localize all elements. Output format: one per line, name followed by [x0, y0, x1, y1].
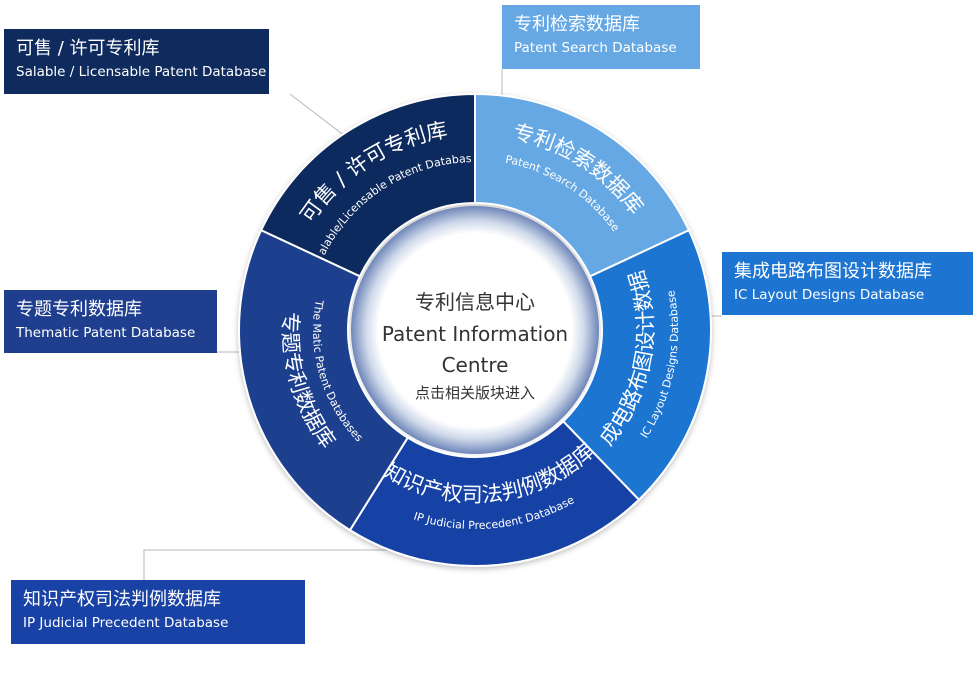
callout-ic[interactable]: 集成电路布图设计数据库 IC Layout Designs Database [722, 252, 973, 315]
segment-search-shape[interactable] [474, 92, 691, 278]
callout-thematic[interactable]: 专题专利数据库 Thematic Patent Database [4, 290, 217, 353]
callout-judicial[interactable]: 知识产权司法判例数据库 IP Judicial Precedent Databa… [11, 580, 305, 644]
segment-salable-shape[interactable] [259, 92, 476, 278]
callout-judicial-zh: 知识产权司法判例数据库 [23, 589, 221, 610]
callout-thematic-en: Thematic Patent Database [16, 325, 196, 341]
leader-line-judicial [143, 549, 395, 580]
callout-salable-en: Salable / Licensable Patent Database [16, 64, 267, 80]
callout-ic-en: IC Layout Designs Database [734, 287, 925, 303]
center-title-en-line1: Patent Information [382, 322, 568, 346]
center-hint: 点击相关版块进入 [415, 384, 535, 402]
leader-lines [143, 69, 722, 580]
callout-thematic-zh: 专题专利数据库 [16, 299, 142, 320]
callout-search-en: Patent Search Database [514, 40, 677, 56]
center-title-zh: 专利信息中心 [415, 290, 535, 314]
callout-ic-zh: 集成电路布图设计数据库 [734, 261, 932, 282]
segment-judicial-shape[interactable] [348, 419, 641, 567]
callout-salable-zh: 可售 / 许可专利库 [16, 38, 160, 59]
center-disc[interactable] [351, 206, 599, 454]
leader-line-salable [289, 93, 351, 141]
segment-ic-shape[interactable] [561, 228, 712, 502]
center-title-en-line2: Centre [442, 353, 509, 377]
callout-search[interactable]: 专利检索数据库 Patent Search Database [502, 5, 700, 69]
callout-search-zh: 专利检索数据库 [514, 14, 640, 35]
callout-salable[interactable]: 可售 / 许可专利库 Salable / Licensable Patent D… [4, 29, 269, 94]
segment-thematic-shape[interactable] [238, 228, 410, 532]
center-hub[interactable]: 专利信息中心 Patent Information Centre 点击相关版块进… [351, 206, 599, 454]
callout-judicial-en: IP Judicial Precedent Database [23, 615, 229, 631]
